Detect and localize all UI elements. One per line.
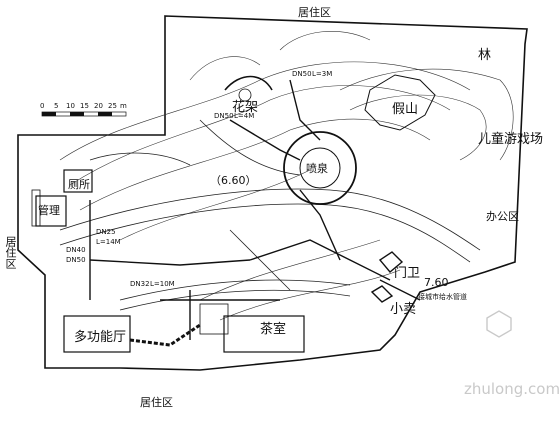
pipe-annotation: DN50 <box>292 70 312 78</box>
label-fountain: 喷泉 <box>306 162 328 175</box>
label-elevation-outer: 7.60 <box>424 276 449 289</box>
walkways <box>59 119 481 311</box>
watermark-text: zhulong.com <box>464 380 560 398</box>
label-childrens-playground: 儿童游戏场 <box>478 132 544 147</box>
label-pavilion-forest: 林 <box>478 48 492 63</box>
fountain-basin <box>299 147 341 189</box>
scale-tick-5: 5 <box>54 102 59 110</box>
label-elevation-inner: （6.60） <box>210 174 257 187</box>
pipe-annotation: DN25 <box>96 228 116 236</box>
label-city-water-pipe: 接城市给水管道 <box>418 293 467 301</box>
label-residential-top: 居住区 <box>298 6 331 19</box>
management-building <box>35 195 67 227</box>
scale-bar <box>41 111 127 117</box>
pipe-annotation: L=3M <box>312 70 333 78</box>
water-pipes <box>89 79 421 340</box>
rockery-outline <box>364 74 436 131</box>
scale-tick-20: 20 <box>94 102 103 110</box>
label-gate-small: 小卖 <box>390 302 417 317</box>
contour-lines <box>59 31 514 321</box>
pipe-annotation: DN40 <box>66 246 86 254</box>
label-residential-bottom: 居住区 <box>140 396 173 409</box>
label-rockery: 假山 <box>392 102 419 117</box>
site-boundary <box>17 15 528 371</box>
pipe-annotation: L=14M <box>96 238 121 246</box>
fountain-plaza <box>283 131 357 205</box>
pipe-annotation: DN50 <box>214 112 234 120</box>
multi-hall-building <box>63 315 131 353</box>
toilet-building <box>63 169 93 193</box>
label-toilet: 厕所 <box>68 178 90 191</box>
scale-tick-15: 15 <box>80 102 89 110</box>
trellis-structure <box>224 75 273 91</box>
gate-small-building <box>370 285 394 303</box>
label-gate-guard: 门卫 <box>394 266 421 281</box>
scale-tick-10: 10 <box>66 102 75 110</box>
label-management: 管理 <box>38 204 60 217</box>
label-residential-left: 居住区 <box>4 236 17 269</box>
watermark-logo <box>486 310 512 338</box>
pipe-annotation: DN50 <box>66 256 86 264</box>
label-flower-trellis: 花架 <box>232 100 259 115</box>
label-office: 办公区 <box>486 210 519 223</box>
gate-guard-building <box>378 251 404 273</box>
pipe-annotation: L=4M <box>234 112 255 120</box>
scale-tick-25: 25 <box>108 102 117 110</box>
label-tea-house: 茶室 <box>260 322 287 337</box>
pergola-corridor <box>129 323 201 347</box>
pipe-annotation: L=10M <box>150 280 175 288</box>
scale-unit: m <box>120 102 127 110</box>
scale-tick-0: 0 <box>40 102 45 110</box>
pipe-annotation: DN32 <box>130 280 150 288</box>
label-multi-hall: 多功能厅 <box>74 330 127 345</box>
